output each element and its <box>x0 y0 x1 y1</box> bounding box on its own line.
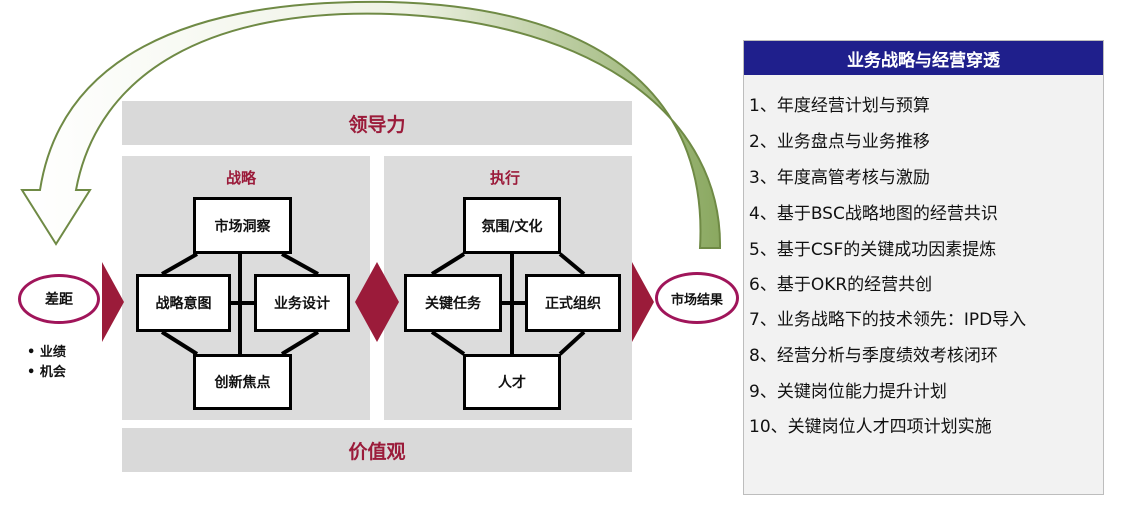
gap-bullets: • 业绩 • 机会 <box>27 343 66 383</box>
list-item: 6、基于OKR的经营共创 <box>749 275 933 295</box>
feedback-arrow-icon <box>20 0 722 249</box>
result-arrow-icon <box>632 262 654 342</box>
execution-title: 执行 <box>490 169 521 187</box>
list-item: 9、关键岗位能力提升计划 <box>749 382 947 402</box>
climate-culture-box: 氛围/文化 <box>463 197 561 254</box>
middle-diamond-icon <box>355 262 399 342</box>
gap-arrow-icon <box>102 262 124 342</box>
talent-box: 人才 <box>463 354 561 410</box>
formal-organization-box: 正式组织 <box>525 274 621 332</box>
leadership-bar: 领导力 <box>122 101 632 145</box>
list-item: 5、基于CSF的关键成功因素提炼 <box>749 240 997 260</box>
market-result-oval: 市场结果 <box>655 272 739 324</box>
innovation-focus-box: 创新焦点 <box>193 354 292 410</box>
list-item: 3、年度高管考核与激励 <box>749 168 930 188</box>
strategy-connectors <box>160 252 320 356</box>
gap-oval: 差距 <box>18 274 100 324</box>
panel-title: 业务战略与经营穿透 <box>744 41 1103 75</box>
strategy-title: 战略 <box>226 169 257 187</box>
values-label: 价值观 <box>348 440 406 463</box>
key-tasks-box: 关键任务 <box>404 274 502 332</box>
list-item: 1、年度经营计划与预算 <box>749 96 930 116</box>
gap-bullet-item: • 业绩 <box>27 345 66 360</box>
leadership-label: 领导力 <box>348 113 406 136</box>
list-item: 4、基于BSC战略地图的经营共识 <box>749 204 998 224</box>
business-strategy-panel: 业务战略与经营穿透 1、年度经营计划与预算 2、业务盘点与业务推移 3、年度高管… <box>743 40 1104 495</box>
list-item: 10、关键岗位人才四项计划实施 <box>749 417 992 437</box>
market-insight-box: 市场洞察 <box>193 197 292 254</box>
values-bar: 价值观 <box>122 428 632 472</box>
strategic-intent-box: 战略意图 <box>136 274 231 332</box>
list-item: 8、经营分析与季度绩效考核闭环 <box>749 346 998 366</box>
list-item: 7、业务战略下的技术领先：IPD导入 <box>749 310 1027 330</box>
list-item: 2、业务盘点与业务推移 <box>749 132 930 152</box>
gap-bullet-item: • 机会 <box>27 365 66 380</box>
business-design-box: 业务设计 <box>254 274 350 332</box>
